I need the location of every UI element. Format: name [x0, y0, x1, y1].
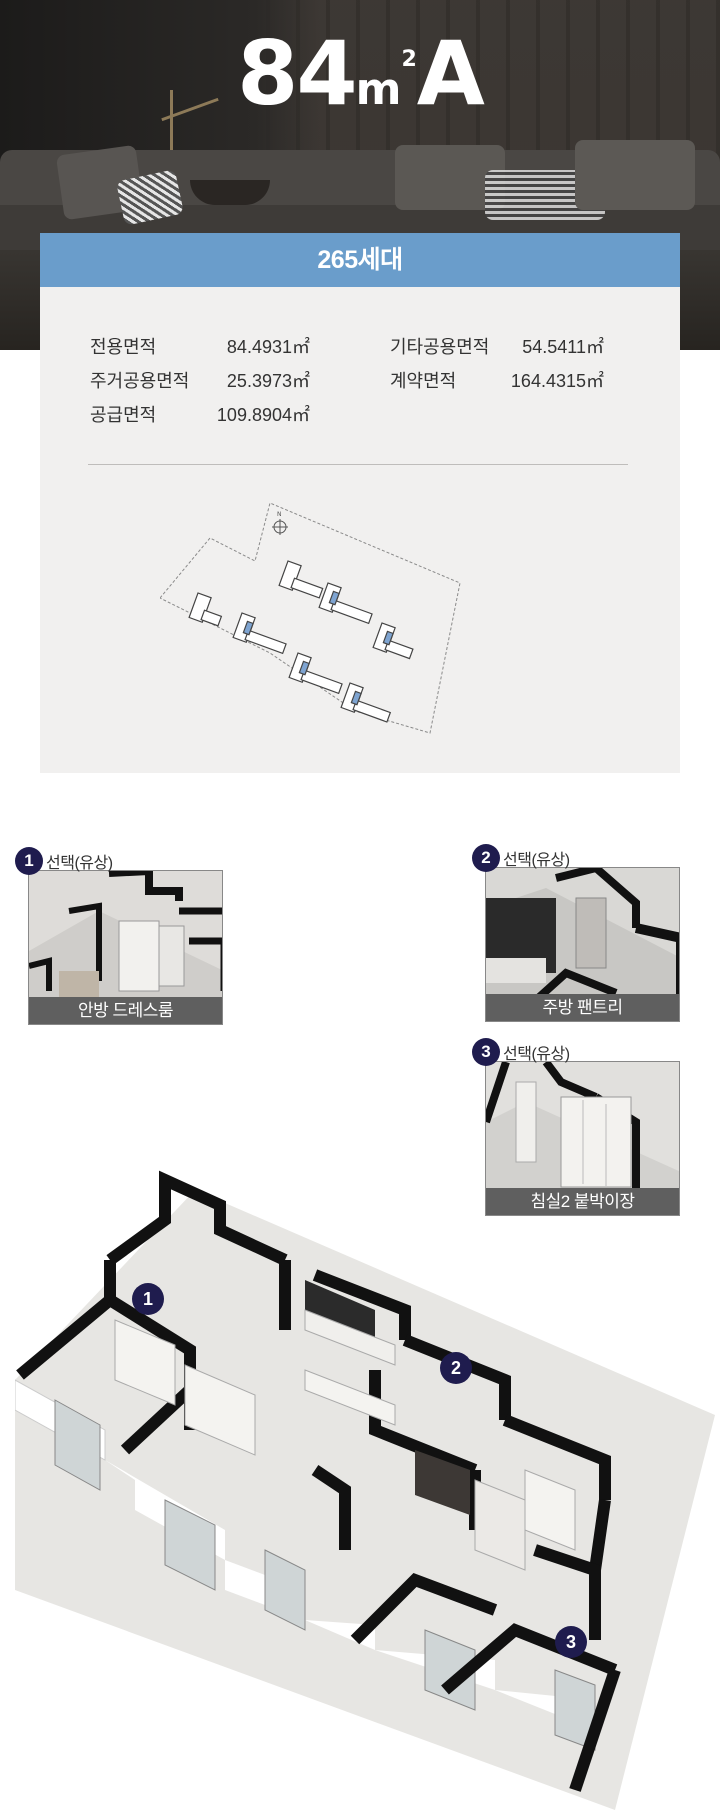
option-label: 선택(유상): [503, 1046, 570, 1063]
divider: [88, 464, 628, 465]
building: [278, 560, 324, 599]
cushion: [575, 140, 695, 210]
site-plan: N: [160, 502, 461, 734]
building: [372, 622, 414, 660]
building: [318, 582, 373, 625]
area-value: 109.8904㎡: [216, 405, 310, 425]
option-number-badge: 3: [472, 1038, 500, 1066]
compass-icon: N: [272, 511, 288, 535]
type-number: 84: [237, 22, 357, 125]
area-label: 공급면적: [90, 405, 157, 425]
building: [288, 652, 343, 695]
type-unit: m: [355, 64, 402, 115]
option-2-caption: 주방 팬트리: [486, 994, 679, 1021]
area-info-box: 265세대 전용면적 84.4931㎡ 기타공용면적 54.5411㎡ 주거공용…: [40, 233, 680, 773]
unit-type-title: 84m2A: [0, 22, 720, 125]
option-3-caption: 침실2 붙박이장: [486, 1188, 679, 1215]
area-label: 주거공용면적: [90, 371, 190, 391]
plan-pin-1: 1: [132, 1283, 164, 1315]
area-value: 164.4315㎡: [510, 371, 604, 391]
area-label: 전용면적: [90, 337, 157, 357]
building: [340, 682, 392, 723]
area-value: 54.5411㎡: [522, 337, 604, 357]
option-label: 선택(유상): [503, 852, 570, 869]
floor-plan: 1 2 3: [14, 1170, 715, 1810]
area-label: 계약면적: [390, 371, 457, 391]
plan-pin-2: 2: [440, 1352, 472, 1384]
option-3-image: 침실2 붙박이장: [485, 1061, 680, 1216]
type-letter: A: [416, 22, 485, 125]
option-number-badge: 1: [15, 847, 43, 875]
option-2-header: 2 선택(유상): [472, 844, 570, 872]
plan-pin-3: 3: [555, 1626, 587, 1658]
area-value: 25.3973㎡: [226, 371, 310, 391]
building: [232, 612, 287, 655]
households-header: 265세대: [40, 233, 680, 287]
option-3-header: 3 선택(유상): [472, 1038, 570, 1066]
area-row: 전용면적 84.4931㎡ 기타공용면적 54.5411㎡: [90, 333, 630, 367]
svg-text:N: N: [277, 511, 282, 518]
option-1-image: 안방 드레스룸: [28, 870, 223, 1025]
option-3: 침실2 붙박이장 3 선택(유상): [472, 1038, 687, 1223]
option-1: 안방 드레스룸 1 선택(유상): [15, 847, 230, 1032]
building: [188, 592, 223, 627]
option-2-image: 주방 팬트리: [485, 867, 680, 1022]
area-row: 공급면적 109.8904㎡: [90, 401, 630, 435]
area-table: 전용면적 84.4931㎡ 기타공용면적 54.5411㎡ 주거공용면적 25.…: [90, 333, 630, 435]
area-row: 주거공용면적 25.3973㎡ 계약면적 164.4315㎡: [90, 367, 630, 401]
option-label: 선택(유상): [46, 855, 113, 872]
option-1-header: 1 선택(유상): [15, 847, 113, 875]
floor-plan-illustration: [14, 1170, 715, 1810]
option-number-badge: 2: [472, 844, 500, 872]
option-2: 주방 팬트리 2 선택(유상): [472, 844, 687, 1029]
type-unit-sup: 2: [401, 47, 417, 72]
area-label: 기타공용면적: [390, 337, 490, 357]
decor-bowl: [190, 180, 270, 205]
option-1-caption: 안방 드레스룸: [29, 997, 222, 1024]
area-value: 84.4931㎡: [226, 337, 310, 357]
